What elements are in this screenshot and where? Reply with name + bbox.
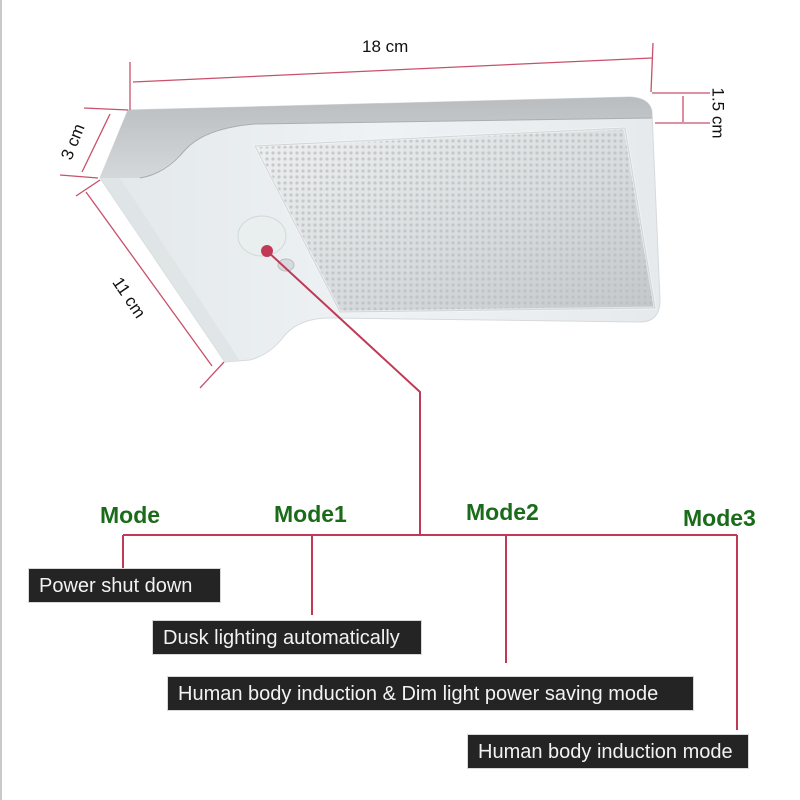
dimension-thickness-side-label: 1.5 cm [708,87,728,139]
mode-description-2: Human body induction & Dim light power s… [167,676,694,711]
mode-title-0: Mode [100,502,161,528]
mode-title-1: Mode1 [274,501,347,527]
connector-lines [122,245,738,730]
mode-title-3: Mode3 [683,505,756,531]
image-left-border [0,0,2,800]
mode-description-3: Human body induction mode [467,734,749,769]
dimension-lines [59,42,710,389]
motion-sensor-icon [237,215,295,272]
mode-description-1: Dusk lighting automatically [152,620,422,655]
led-panel [252,126,657,314]
mode-description-0: Power shut down [28,568,221,603]
mode-title-2: Mode2 [466,499,539,525]
dimension-length-label: 18 cm [362,37,409,56]
